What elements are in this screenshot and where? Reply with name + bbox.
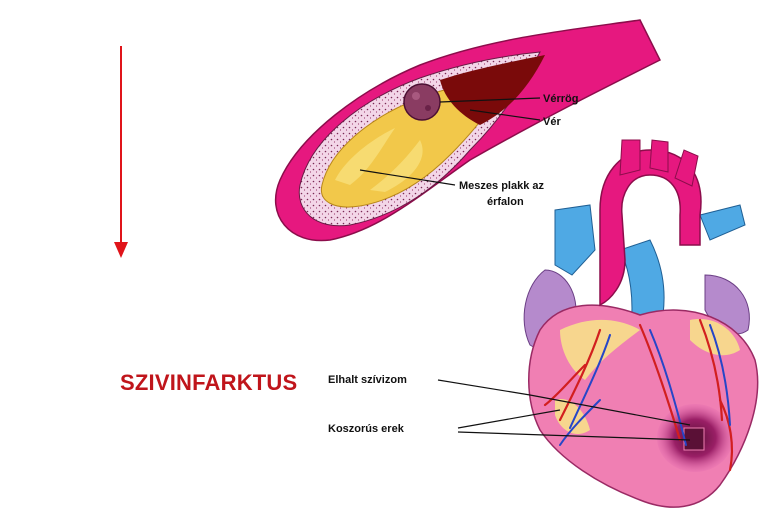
label-blood: Vér (543, 116, 561, 128)
label-plaque-line2: érfalon (487, 196, 524, 208)
label-coronary: Koszorús erek (328, 423, 405, 435)
aorta-blue-vessel (555, 205, 595, 275)
blood-clot (404, 84, 440, 120)
heart-illustration (524, 140, 758, 507)
label-clot: Vérrög (543, 93, 578, 105)
label-dead-muscle: Elhalt szívizom (328, 374, 407, 386)
label-plaque-line1: Meszes plakk az (459, 180, 544, 192)
down-arrow (114, 46, 128, 258)
page-title: SZIVINFARKTUS (120, 370, 297, 396)
